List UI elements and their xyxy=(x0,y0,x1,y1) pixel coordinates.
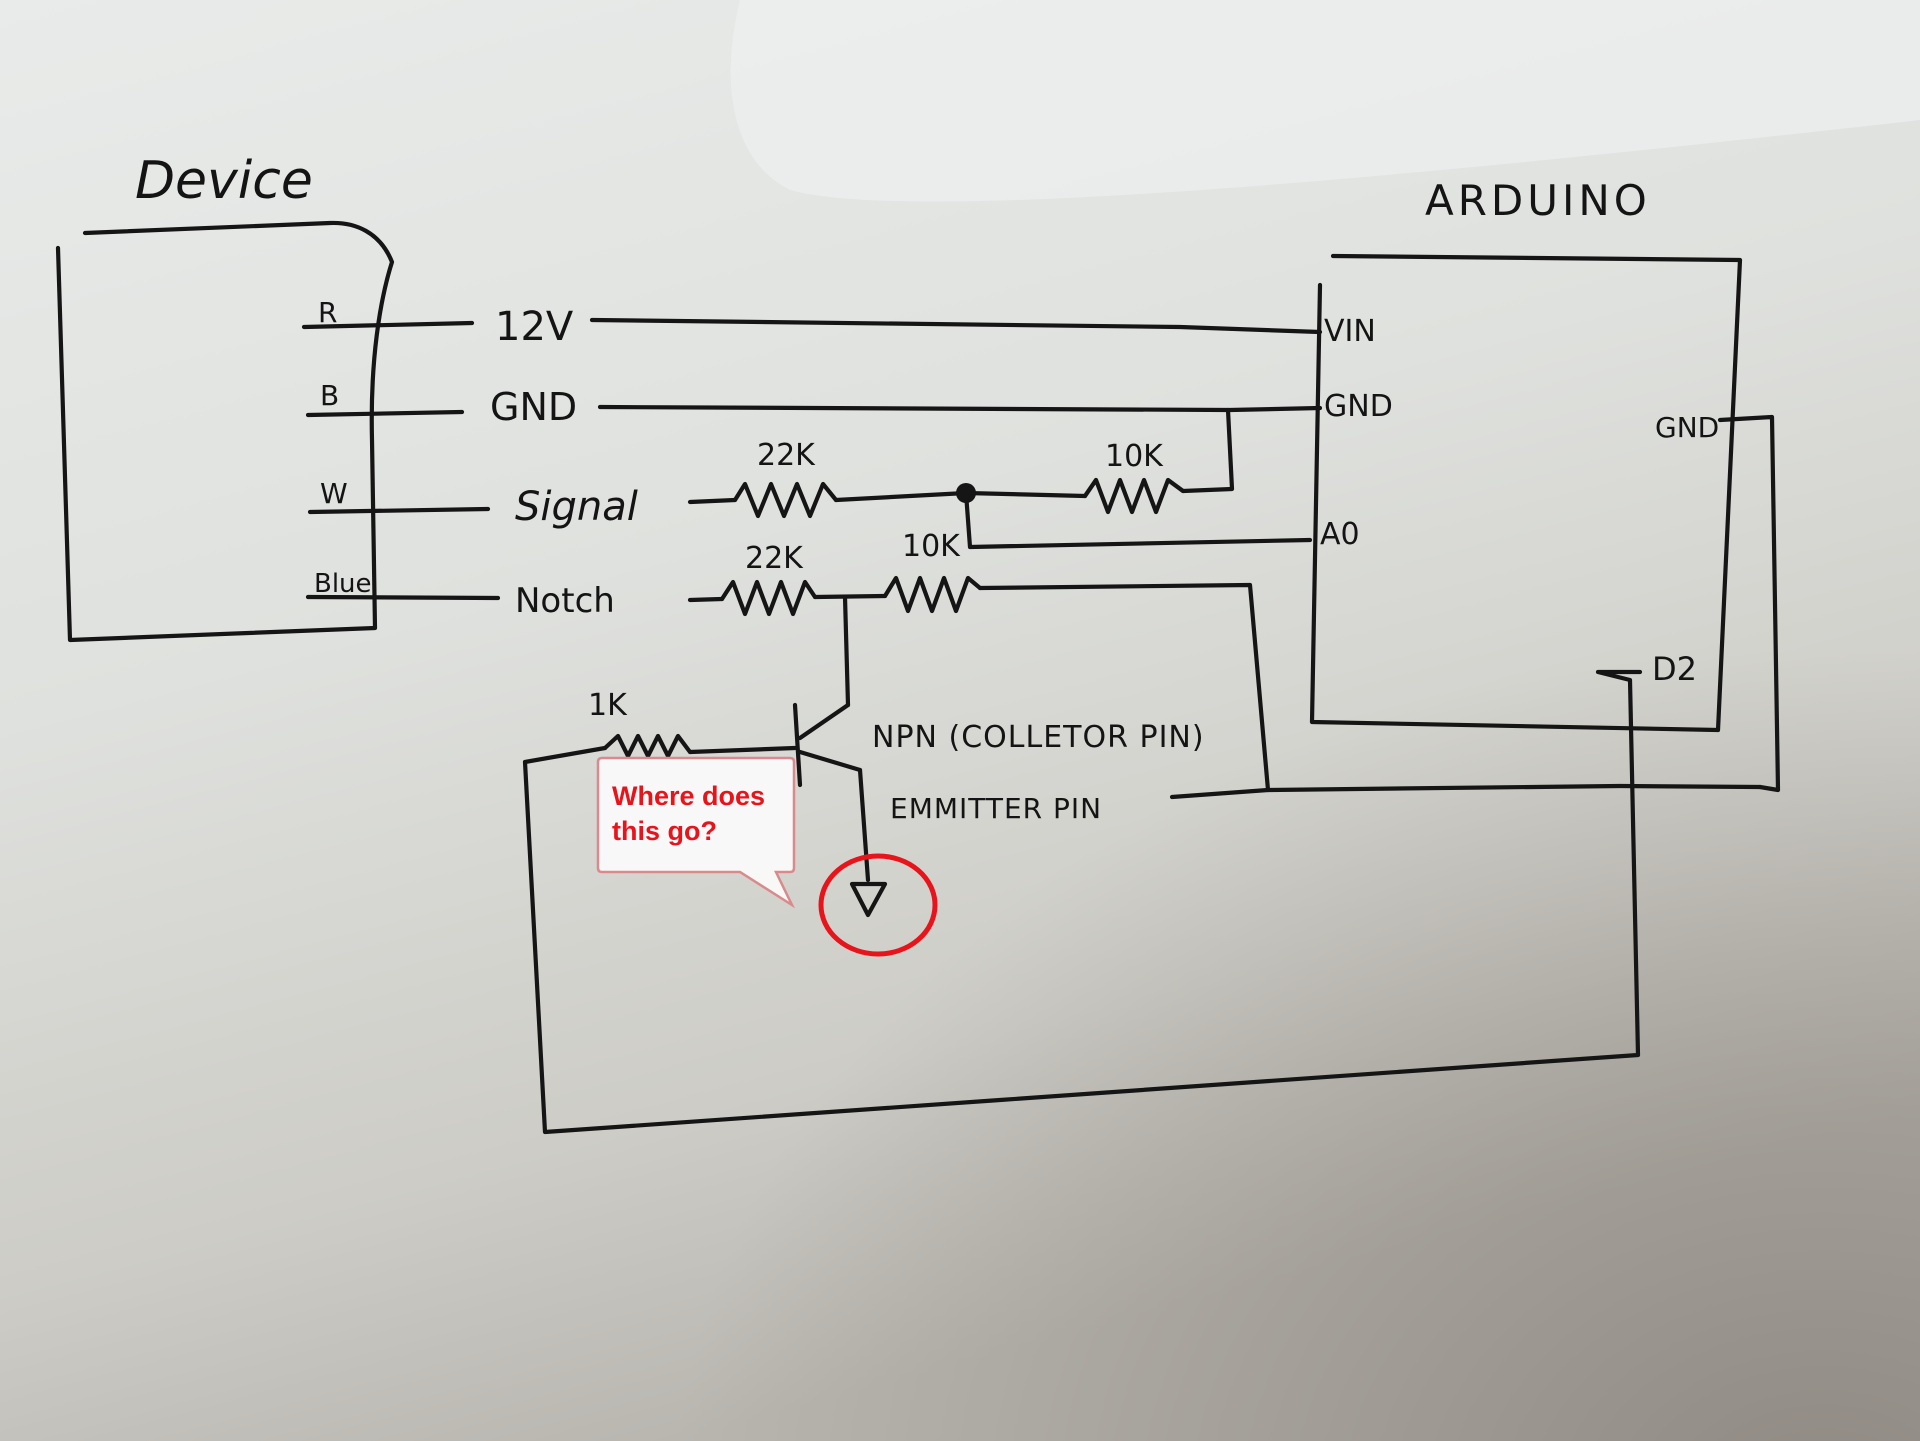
resistor-signal-22k-label: 22K xyxy=(757,438,816,473)
resistor-notch-22k xyxy=(719,579,818,617)
wire-emitter-pin xyxy=(1169,787,1271,800)
wire-notch-mid xyxy=(812,593,888,600)
arduino-pin-gnd-left: GND xyxy=(1324,389,1393,424)
wire-10k-to-gnd xyxy=(1180,407,1235,494)
wire-notch-lead xyxy=(687,596,725,603)
resistor-notch-10k xyxy=(882,575,983,614)
device-pin-blue: Blue xyxy=(314,569,372,599)
wire-signal-lead xyxy=(687,497,738,505)
resistor-signal-22k xyxy=(732,481,839,519)
resistor-base-1k xyxy=(602,733,693,759)
device-box xyxy=(55,220,395,643)
npn-base-bar xyxy=(792,702,803,788)
arduino-pin-vin: VIN xyxy=(1324,314,1376,349)
device-pin-b: B xyxy=(320,379,339,412)
callout-text-line2: this go? xyxy=(612,816,717,846)
device-title: Device xyxy=(135,151,313,211)
npn-label: NPN (COLLETOR PIN) xyxy=(872,720,1205,755)
resistor-notch-22k-label: 22K xyxy=(745,541,804,576)
emitter-label: EMMITTER PIN xyxy=(890,792,1102,825)
callout-bubble xyxy=(596,756,796,909)
wire-r-stub xyxy=(301,320,475,330)
npn-emitter-leg xyxy=(797,749,863,773)
resistor-notch-10k-label: 10K xyxy=(902,529,961,564)
wire-w-stub xyxy=(307,506,491,515)
wire-12v xyxy=(589,317,1323,335)
resistor-signal-10k-label: 10K xyxy=(1105,439,1164,474)
resistor-base-1k-label: 1K xyxy=(588,688,628,723)
arduino-pin-a0: A0 xyxy=(1320,517,1360,552)
arduino-pin-gnd-right: GND xyxy=(1655,411,1719,444)
wire-base-to-d2-loop xyxy=(522,669,1643,1135)
arduino-pin-d2: D2 xyxy=(1652,650,1697,688)
wire-base-lead xyxy=(687,745,798,755)
wire-gnd-right-loop xyxy=(1717,414,1781,793)
wire-signal-label: Signal xyxy=(515,484,638,530)
wire-12v-label: 12V xyxy=(495,304,574,350)
wire-to-a0 xyxy=(963,490,1313,550)
wire-b-stub xyxy=(305,409,465,418)
arduino-title: ARDUINO xyxy=(1425,176,1651,225)
wire-blue-stub xyxy=(305,594,501,601)
device-pin-w: W xyxy=(320,477,348,510)
callout-text-line1: Where does xyxy=(612,781,765,811)
device-pin-r: R xyxy=(318,296,337,329)
resistor-signal-10k xyxy=(1082,477,1186,515)
wire-notch-label: Notch xyxy=(515,581,615,621)
wire-gnd-label: GND xyxy=(490,385,577,429)
ground-symbol xyxy=(849,881,888,918)
highlight-circle xyxy=(818,853,938,957)
npn-emitter-down xyxy=(857,767,871,883)
wire-collector xyxy=(842,594,851,708)
npn-collector-leg xyxy=(797,702,851,741)
arduino-box xyxy=(1309,253,1743,733)
